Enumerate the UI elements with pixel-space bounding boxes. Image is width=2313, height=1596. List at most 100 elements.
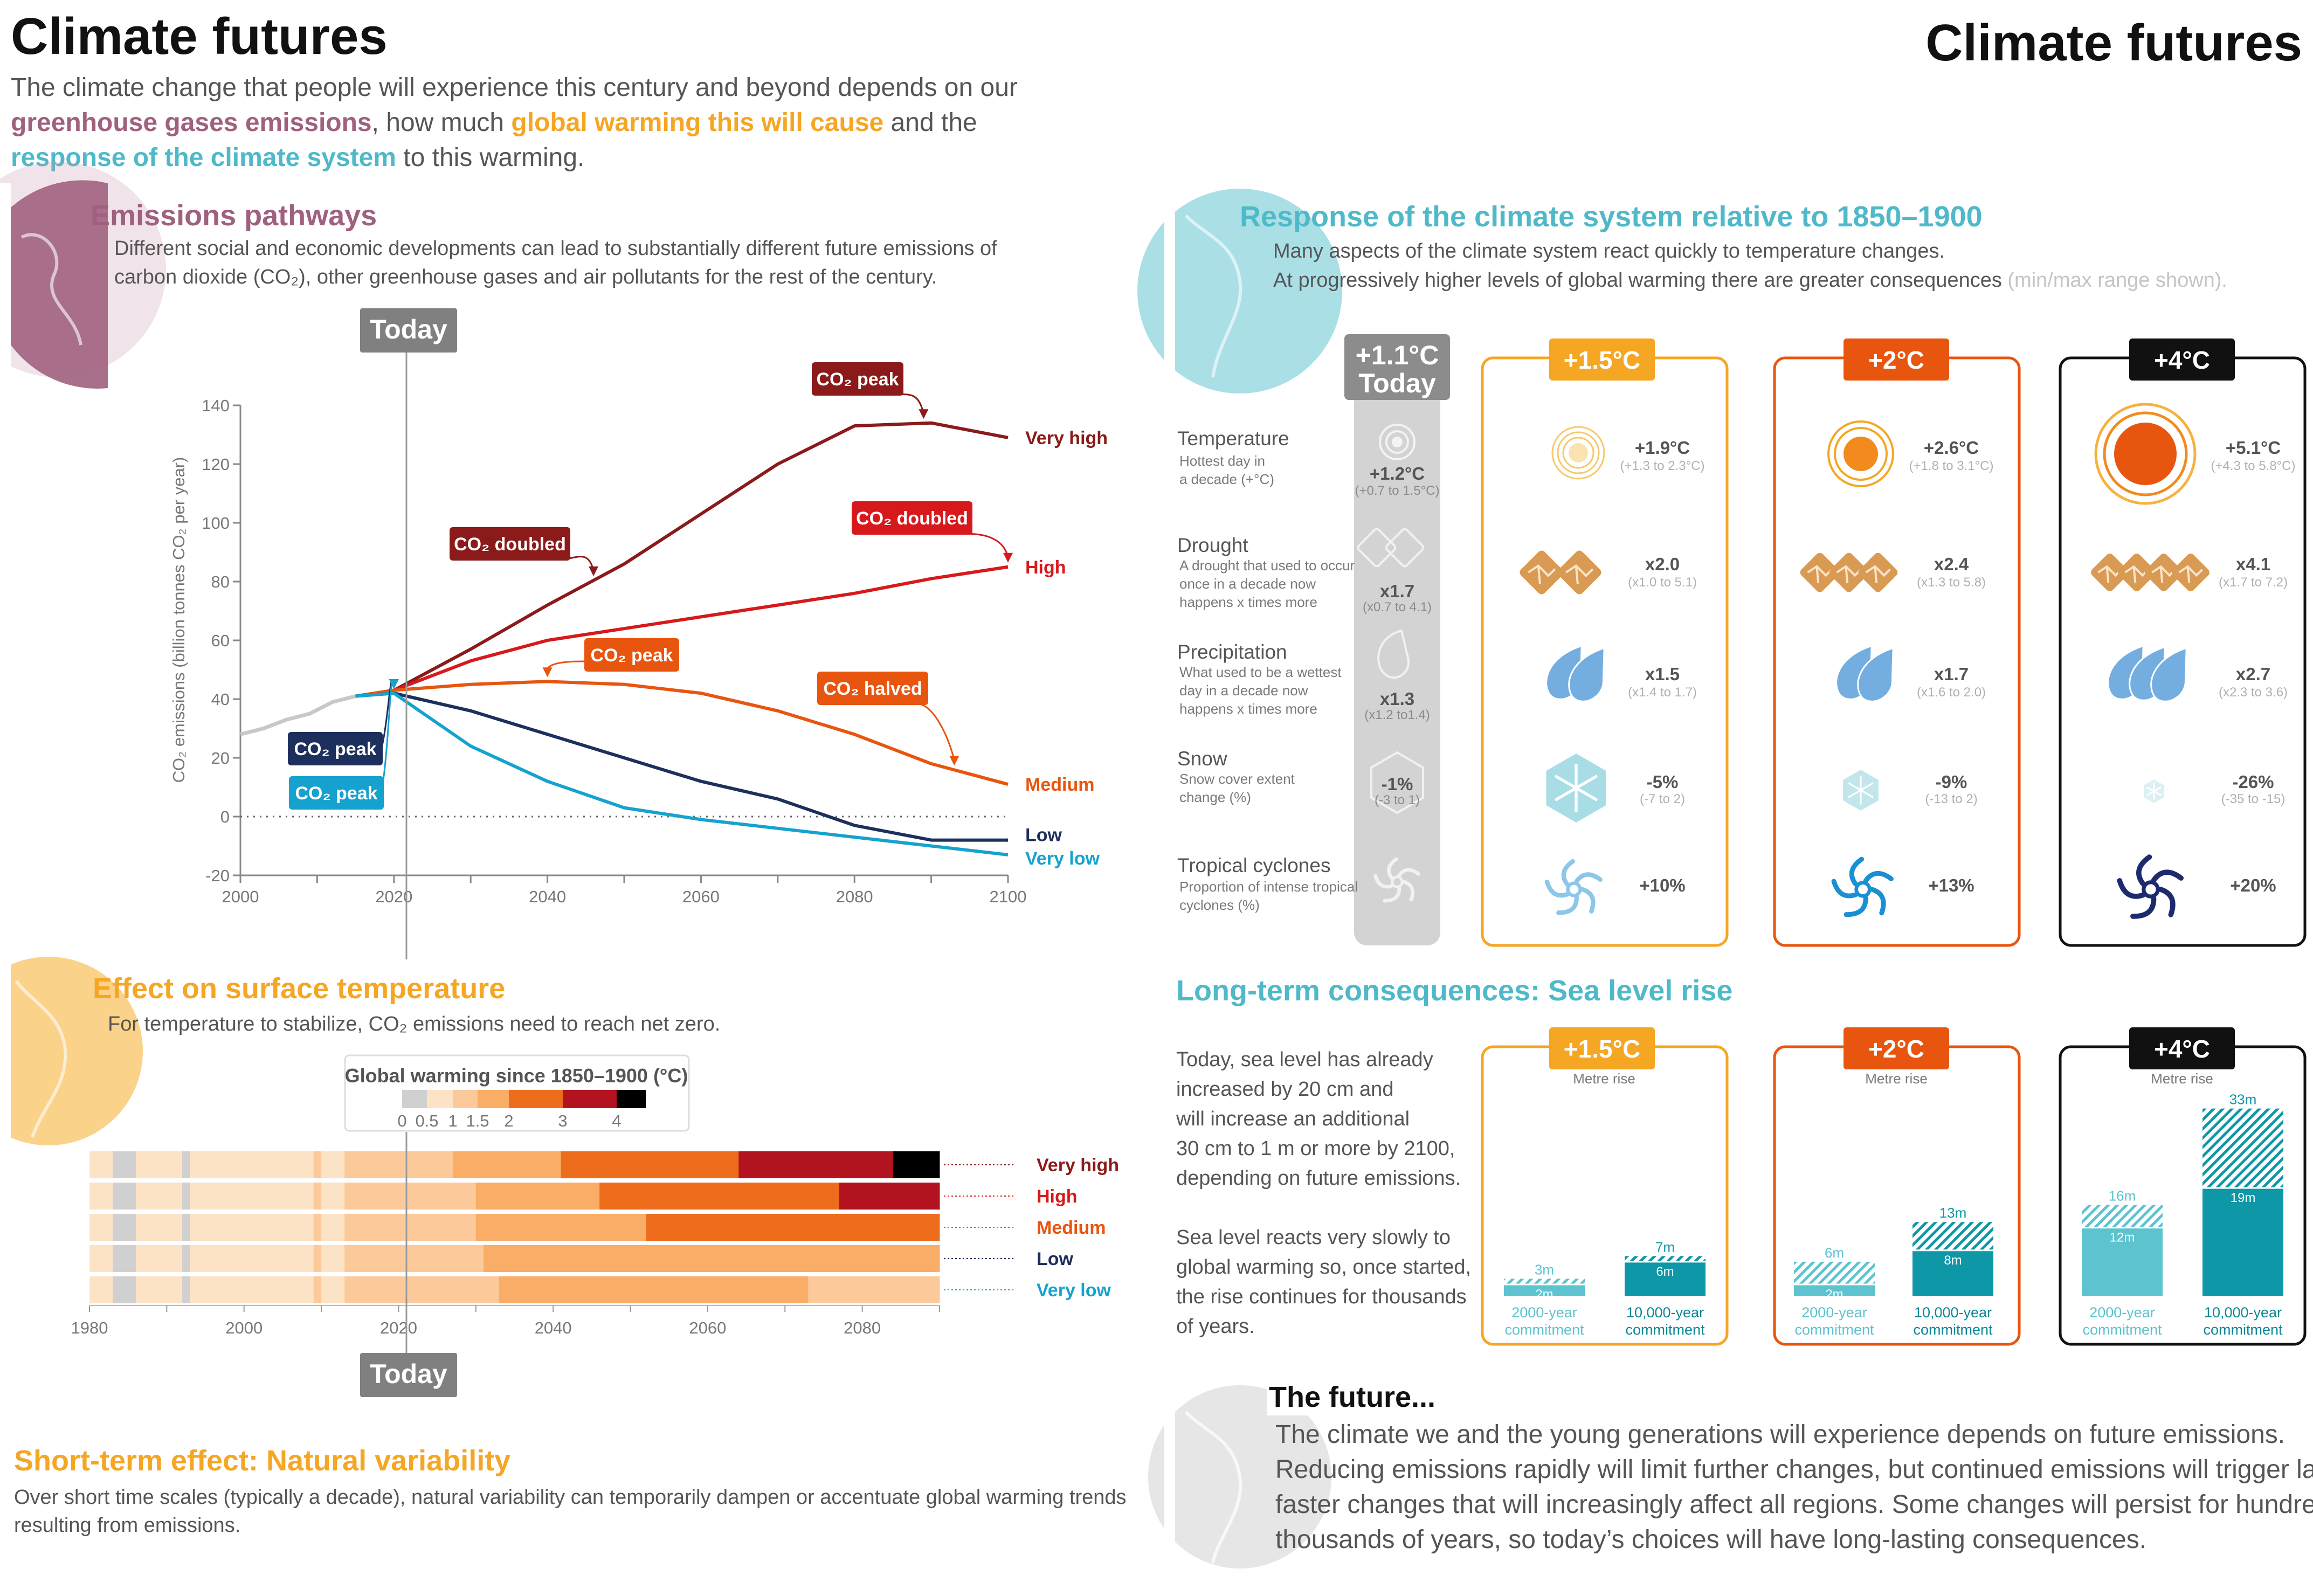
today-column [1354,335,1440,945]
legend-swatch [453,1090,478,1108]
callout-label: CO₂ doubled [856,508,968,529]
level-header-4: +4°C [2154,346,2210,374]
future-line: Reducing emissions rapidly will limit fu… [1275,1455,2313,1484]
raindrop-icon [2150,647,2187,702]
indicator-name: Drought [1177,534,1248,556]
stripe-cell [313,1245,322,1272]
sea-level-unit: Metre rise [2151,1070,2213,1087]
today-label-top: Today [370,314,447,344]
callout-box [584,638,679,672]
sea-level-max-label: 3m [1535,1261,1554,1277]
warming-legend-title: Global warming since 1850–1900 (°C) [345,1065,688,1087]
sea-level-category-label: commitment [1625,1322,1705,1338]
response-desc-2-main: At progressively higher levels of global… [1273,269,2002,292]
indicator-desc: a decade (+°C) [1179,471,1274,487]
sea-level-category-label: commitment [2203,1322,2283,1338]
range-1.5: (x1.4 to 1.7) [1628,685,1697,700]
stripe-label-very-low: Very low [1037,1280,1111,1301]
sun-icon [1379,424,1416,460]
legend-tick-label: 2 [504,1111,513,1130]
y-tick-label: 40 [211,690,230,709]
indicator-desc: Snow cover extent [1179,771,1295,787]
stripe-row-medium [89,1214,1015,1241]
today-value: +1.2°C [1370,464,1425,483]
sea-level-bar-range [1504,1279,1585,1284]
stripes-x-tick-label: 2080 [844,1318,881,1337]
today-marker-bottom: Today [360,1132,457,1397]
stripe-cell [599,1183,840,1210]
sea-level-max-label: 13m [1939,1205,1967,1221]
value-4: -26% [2232,772,2274,792]
callout-label: CO₂ peak [590,645,673,666]
stripe-cell [839,1183,940,1210]
annotation-callout-high: CO₂ doubled [852,501,1013,563]
annotation-callout-very-high: CO₂ doubled [450,527,599,576]
stripe-cell [113,1245,136,1272]
legend-tick-label: 0 [397,1111,406,1130]
callout-box [450,527,570,561]
cracked-soil-icon [2172,554,2210,591]
stripe-cell [89,1183,113,1210]
stripe-row-very-high [89,1151,1015,1178]
stripes-x-tick-label: 2060 [689,1318,726,1337]
sea-level-min-label: 2m [1535,1287,1553,1302]
level-header-2: +2°C [1868,346,1924,374]
sea-level-category-label: 10,000-year [2204,1304,2282,1321]
legend-tick-label: 3 [558,1111,567,1130]
sea-level-category-label: commitment [1913,1322,1993,1338]
value-1.5: x2.0 [1645,554,1680,574]
series-line-medium [355,680,1009,786]
today-range: (-3 to 1) [1375,793,1420,807]
stripe-cell [182,1245,190,1272]
cyclone-icon [1373,857,1420,903]
stripe-row-very-low [89,1276,1015,1303]
sea-level-category-label: commitment [2082,1322,2162,1338]
series-line-very-low [355,692,1009,856]
sea-level-category-label: 10,000-year [1914,1304,1992,1321]
stripe-cell [89,1245,113,1272]
sea-level-min-label: 19m [2231,1191,2256,1205]
emissions-y-axis-label: CO₂ emissions (billion tonnes CO₂ per ye… [169,457,188,783]
x-tick-label: 2000 [222,887,259,906]
callout-label: CO₂ peak [294,739,376,759]
sea-level-header-4: +4°C [2154,1035,2210,1063]
temperature-desc: For temperature to stabilize, CO₂ emissi… [108,1013,720,1035]
cyclone-icon [1831,856,1894,917]
indicator-row-snow: Snow Snow cover extent change (%) -1% (-… [1177,748,2285,823]
sea-level-min-label: 8m [1944,1253,1962,1268]
stripe-cell [321,1214,345,1241]
y-tick-label: 140 [202,396,230,415]
series-line-high [355,565,1009,698]
sea-level-bar-range [1912,1222,1993,1250]
value-1.5: -5% [1647,772,1679,792]
intro-connector-3: to this warming. [396,143,584,172]
stripe-cell [89,1151,113,1178]
stripe-cell [406,1183,477,1210]
stripe-cell [190,1276,314,1303]
intro-connector-1: , how much [372,108,512,137]
range-4: (-35 to -15) [2221,792,2286,806]
stripe-cell [313,1151,322,1178]
stripe-row-low [89,1245,1015,1272]
range-1.5: (+1.3 to 2.3°C) [1620,459,1704,473]
callout-label: CO₂ peak [295,783,377,804]
sea-level-line: increased by 20 cm and [1176,1078,1393,1101]
callout-arrowhead [1003,552,1013,563]
stripe-cell [313,1276,322,1303]
stripe-cell [321,1151,345,1178]
x-tick-label: 2080 [836,887,873,906]
today-value: -1% [1382,774,1413,794]
callout-leader [892,393,924,414]
sea-level-line: depending on future emissions. [1176,1167,1461,1190]
stripe-cell [136,1245,183,1272]
callout-arrowhead [919,409,929,419]
today-marker-top: Today [360,308,457,959]
cracked-soil-icon [1520,550,1564,595]
stripe-label-very-high: Very high [1037,1155,1119,1176]
value-2: -9% [1936,772,1967,792]
